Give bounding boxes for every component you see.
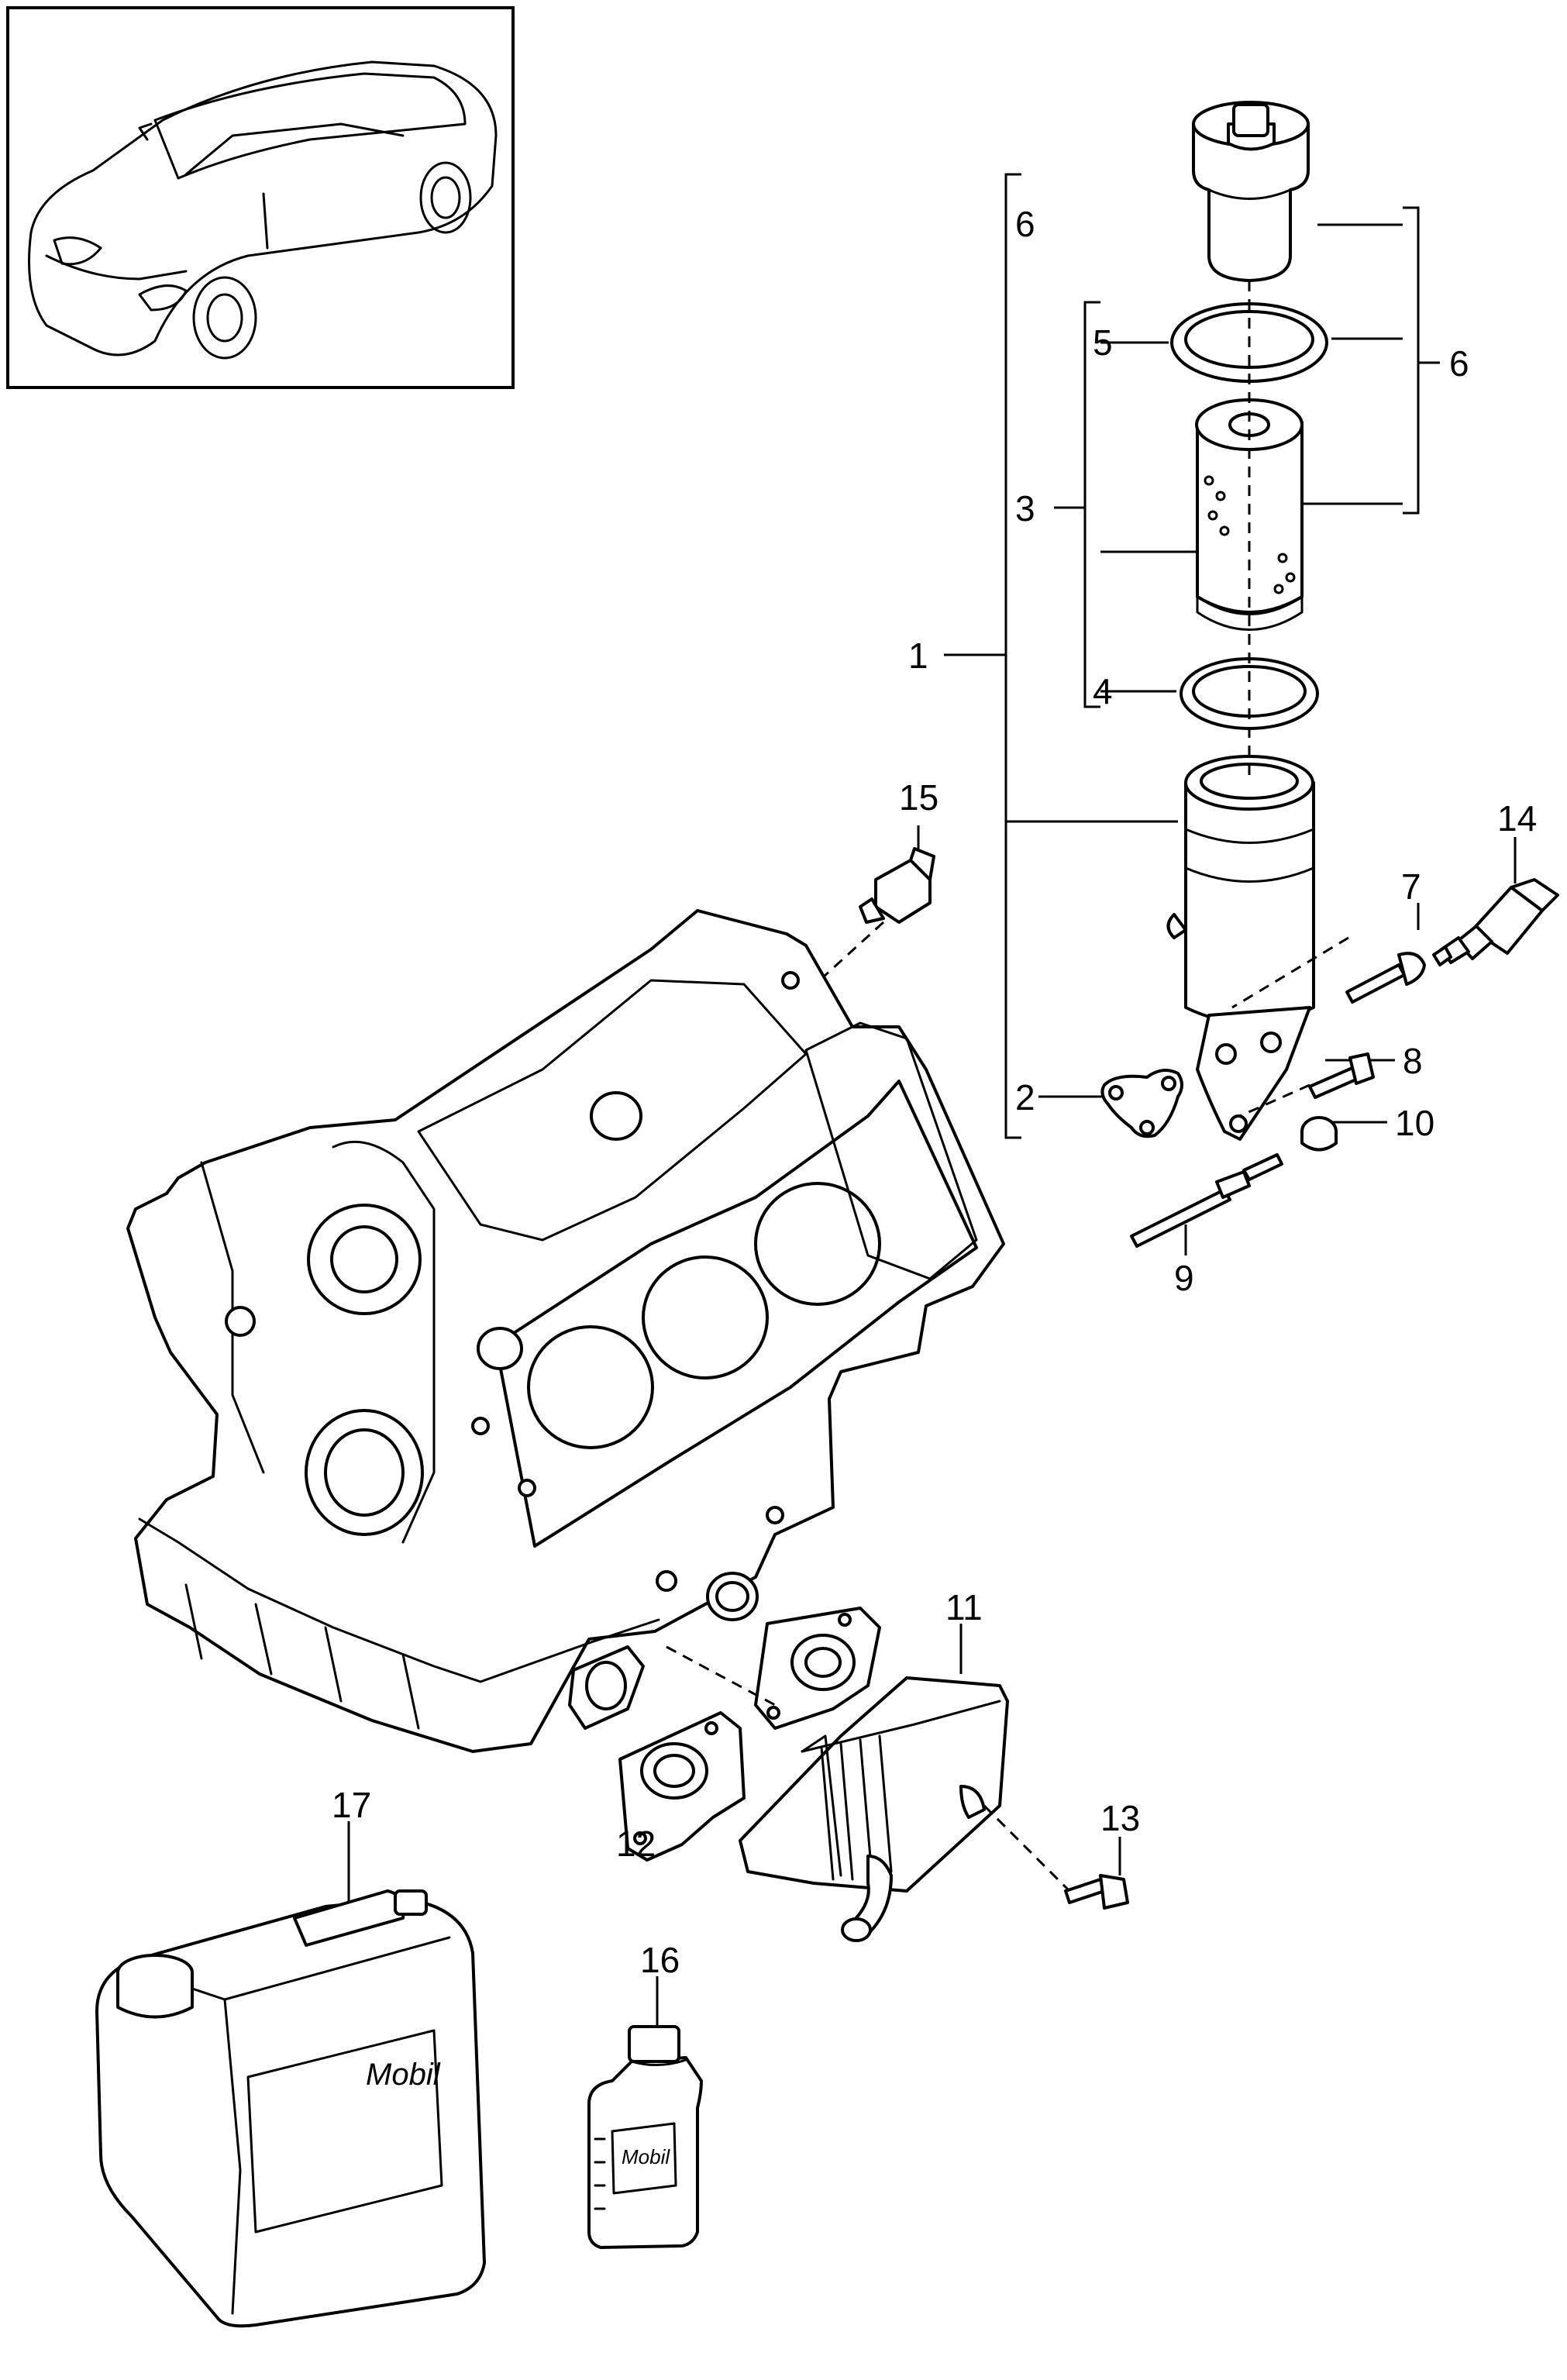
bottle-brand-label: Mobil <box>622 2145 670 2168</box>
callout-5: 5 <box>1093 322 1113 363</box>
callout-numbers: 6 5 6 3 1 4 15 14 7 8 2 10 9 11 17 13 12… <box>332 204 1537 1980</box>
oil-bottle: Mobil <box>587 2025 703 2249</box>
cooler-gaskets <box>618 1607 881 1862</box>
callout-17: 17 <box>332 1785 371 1825</box>
oil-pressure-sensor <box>1432 878 1559 966</box>
callout-15: 15 <box>899 777 938 818</box>
canister-brand-label: Mobil <box>366 2058 441 2092</box>
callout-12: 12 <box>616 1824 656 1864</box>
callout-6-top: 6 <box>1015 204 1035 244</box>
callout-3: 3 <box>1015 488 1035 529</box>
callout-4: 4 <box>1093 671 1113 711</box>
callout-2: 2 <box>1015 1077 1035 1118</box>
callout-11: 11 <box>945 1587 983 1627</box>
oil-temp-sender <box>859 847 935 924</box>
car-outline <box>28 60 498 360</box>
callout-10: 10 <box>1395 1103 1434 1143</box>
oil-filter-assembly <box>1166 101 1328 1141</box>
filter-housing <box>1166 755 1315 1141</box>
screw-13 <box>1064 1874 1129 1910</box>
callout-7: 7 <box>1401 866 1421 907</box>
callout-14: 14 <box>1497 798 1537 839</box>
bolt-8 <box>1308 1052 1375 1099</box>
bolt-7 <box>1345 952 1426 1004</box>
callout-9: 9 <box>1174 1258 1194 1298</box>
filter-cap <box>1192 101 1310 282</box>
oil-cooler <box>739 1676 1009 1942</box>
vehicle-thumbnail <box>6 6 515 389</box>
callout-1: 1 <box>908 635 928 676</box>
oil-canister: Mobil <box>95 1889 486 2328</box>
nut-10 <box>1300 1116 1338 1152</box>
callout-16: 16 <box>640 1940 680 1980</box>
housing-gasket <box>1100 1069 1183 1138</box>
callout-6-right: 6 <box>1449 343 1469 384</box>
filter-element <box>1195 398 1304 631</box>
cylinder-bores <box>527 1182 881 1449</box>
callout-8: 8 <box>1403 1041 1423 1081</box>
engine-block <box>126 909 1005 1753</box>
stud-9 <box>1130 1153 1283 1248</box>
callout-13: 13 <box>1100 1798 1140 1838</box>
